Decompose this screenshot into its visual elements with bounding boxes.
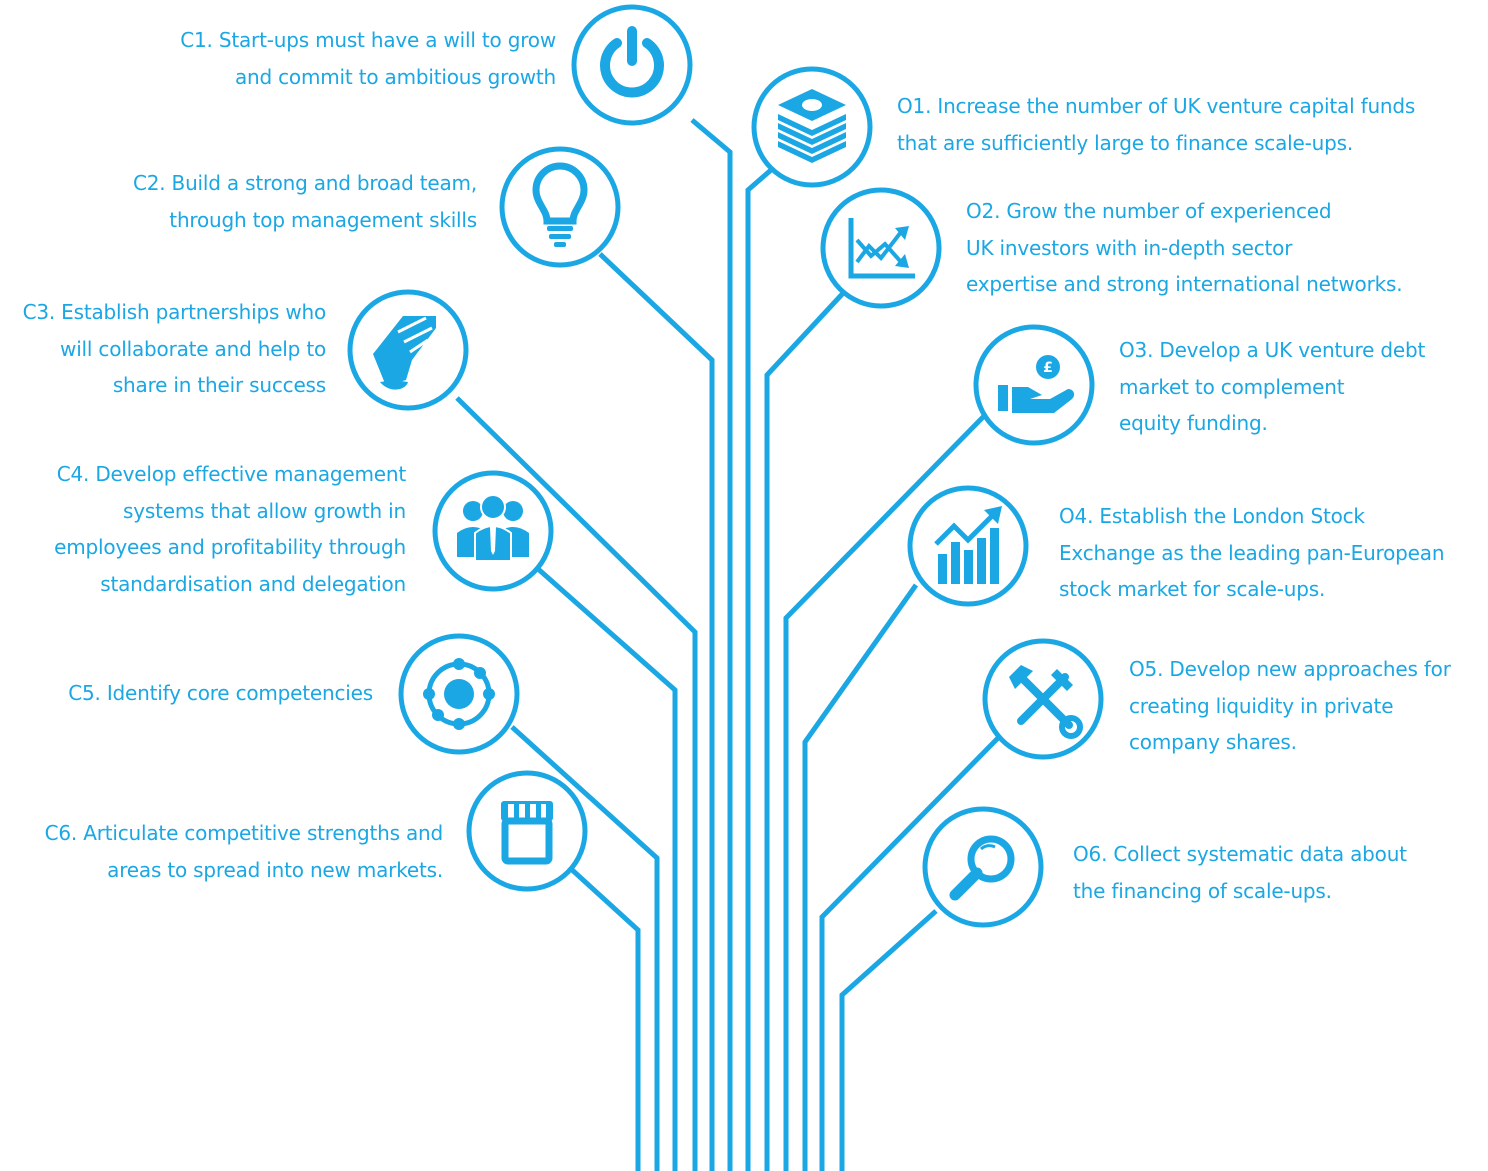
label-o2-line-1: O2. Grow the number of experienced xyxy=(966,199,1332,223)
label-o4-line-3: stock market for scale-ups. xyxy=(1059,577,1326,601)
label-o3-line-2: market to complement xyxy=(1119,374,1345,399)
label-o4-line-2: Exchange as the leading pan-European xyxy=(1059,540,1445,565)
label-o5-line-3: company shares. xyxy=(1129,730,1297,754)
label-o3: O3. Develop a UK venture debt market to … xyxy=(1119,332,1425,442)
handshake-icon xyxy=(373,316,436,390)
label-c4-line-1: C4. Develop effective management xyxy=(56,462,406,486)
label-c5-line-1: C5. Identify core competencies xyxy=(68,681,373,705)
label-c2-line-1: C2. Build a strong and broad team, xyxy=(132,171,477,195)
svg-text:£: £ xyxy=(1043,360,1053,376)
hand-coin-icon: £ xyxy=(998,355,1075,413)
branch-line-o3 xyxy=(783,413,987,1171)
tools-icon xyxy=(1009,665,1083,739)
branch-line-c6 xyxy=(568,866,641,1171)
branch-line-o5 xyxy=(819,736,1000,1171)
label-o2: O2. Grow the number of experienced UK in… xyxy=(966,193,1403,303)
storefront-icon xyxy=(501,801,553,865)
label-o5: O5. Develop new approaches for creating … xyxy=(1129,651,1451,761)
branch-line-c5 xyxy=(510,725,660,1171)
label-o6: O6. Collect systematic data about the fi… xyxy=(1073,836,1407,909)
branch-line-c1 xyxy=(690,118,733,1171)
label-o4: O4. Establish the London Stock Exchange … xyxy=(1059,498,1445,608)
branch-line-o4 xyxy=(802,583,919,1171)
node-o4 xyxy=(907,485,1029,607)
branch-line-o6 xyxy=(839,909,938,1171)
label-o2-line-2: UK investors with in-depth sector xyxy=(966,235,1293,260)
line-chart-icon xyxy=(848,218,915,279)
branch-line-c2 xyxy=(598,252,715,1171)
label-o1-line-2: that are sufficiently large to finance s… xyxy=(897,130,1353,155)
label-c4-line-4: standardisation and delegation xyxy=(100,571,406,596)
label-c6: C6. Articulate competitive strengths and… xyxy=(44,815,444,888)
label-c2-line-2: through top management skills xyxy=(169,207,477,232)
team-icon xyxy=(457,494,529,562)
node-o6 xyxy=(922,806,1044,928)
label-c3: C3. Establish partnerships who will coll… xyxy=(22,294,327,404)
label-c4: C4. Develop effective management systems… xyxy=(54,456,406,602)
label-o6-line-1: O6. Collect systematic data about xyxy=(1073,842,1407,866)
label-c4-line-2: systems that allow growth in xyxy=(123,498,406,523)
label-c4-line-3: employees and profitability through xyxy=(54,535,406,559)
branch-line-o2 xyxy=(764,288,848,1171)
magnifier-icon xyxy=(949,835,1015,901)
label-o2-line-3: expertise and strong international netwo… xyxy=(966,272,1403,296)
label-o6-line-2: the financing of scale-ups. xyxy=(1073,878,1332,903)
label-o4-line-1: O4. Establish the London Stock xyxy=(1059,504,1365,528)
label-o1-line-1: O1. Increase the number of UK venture ca… xyxy=(897,94,1416,118)
bar-growth-icon xyxy=(934,506,1002,584)
label-c3-line-3: share in their success xyxy=(112,373,326,397)
power-icon xyxy=(600,26,664,98)
label-c1-line-2: and commit to ambitious growth xyxy=(234,64,556,89)
label-c1-line-1: C1. Start-ups must have a will to grow xyxy=(180,28,556,52)
label-c5: C5. Identify core competencies xyxy=(68,675,373,712)
node-o3 xyxy=(973,324,1095,446)
node-o1 xyxy=(751,66,873,188)
label-c3-line-1: C3. Establish partnerships who xyxy=(22,300,327,324)
lightbulb-icon xyxy=(532,162,588,247)
money-stack-icon xyxy=(778,89,846,163)
core-orbit-icon xyxy=(423,658,495,730)
label-o3-line-1: O3. Develop a UK venture debt xyxy=(1119,338,1426,362)
label-c6-line-1: C6. Articulate competitive strengths and xyxy=(44,821,444,845)
label-c1: C1. Start-ups must have a will to grow a… xyxy=(180,22,556,95)
branch-line-c4 xyxy=(535,566,678,1171)
label-o3-line-3: equity funding. xyxy=(1119,411,1268,435)
branch-line-c3 xyxy=(455,396,698,1171)
label-c3-line-2: will collaborate and help to xyxy=(60,336,326,361)
label-o1: O1. Increase the number of UK venture ca… xyxy=(897,88,1415,161)
label-c6-line-2: areas to spread into new markets. xyxy=(107,857,443,882)
node-c6 xyxy=(466,770,588,892)
node-c2 xyxy=(499,146,621,268)
label-c2: C2. Build a strong and broad team, throu… xyxy=(133,165,477,238)
label-o5-line-1: O5. Develop new approaches for xyxy=(1129,657,1451,681)
branch-line-o1 xyxy=(745,168,773,1171)
label-o5-line-2: creating liquidity in private xyxy=(1129,693,1394,718)
